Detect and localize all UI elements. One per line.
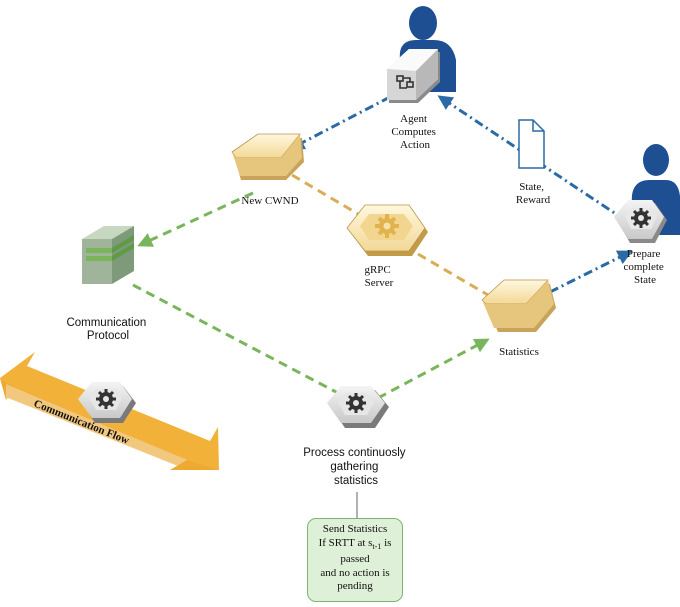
state-reward-label: State, Reward [516, 181, 551, 206]
communication-protocol-label: Communication Protocol [66, 317, 149, 342]
process-line-2: gathering [330, 461, 378, 473]
process-line-3: statistics [334, 475, 378, 487]
communication-protocol-node: Communication Protocol [66, 226, 149, 342]
prepare-state-label: Prepare complete State [623, 248, 666, 286]
gray-key-icon [387, 49, 440, 103]
agent-line-1: Agent [400, 113, 427, 125]
note-line-4: and no action is [320, 566, 390, 579]
grpc-line-1: gRPC [364, 264, 390, 276]
state-reward-line-2: Reward [516, 194, 551, 206]
agent-line-2: Computes [391, 126, 436, 138]
grpc-label: gRPC Server [364, 264, 393, 289]
note-line-1: Send Statistics [322, 523, 388, 535]
arrow-agent-to-cwnd [289, 95, 391, 150]
gear-icon [375, 214, 399, 238]
arrow-statistics-to-prepare [549, 250, 633, 294]
state-reward-line-1: State, [519, 181, 544, 193]
gear-key-icon [614, 200, 667, 243]
process-line-1: Process continuosly [303, 447, 406, 459]
arrow-cwnd-to-protocol [137, 191, 254, 247]
comm-protocol-line-2: Protocol [87, 330, 129, 342]
cube-icon [82, 226, 134, 284]
arrow-prepare-to-agent [437, 95, 626, 222]
document-icon [518, 119, 545, 169]
prepare-state-line-3: State [634, 274, 656, 286]
statistics-label: Statistics [499, 346, 539, 358]
gear-icon [346, 393, 366, 413]
note-line-5: pending [337, 580, 373, 593]
agent-line-3: Action [400, 139, 430, 151]
grpc-server-node: gRPC Server [346, 204, 428, 289]
grpc-link-statistics [417, 252, 501, 304]
agent-label: Agent Computes Action [391, 113, 438, 151]
grpc-line-2: Server [365, 277, 394, 289]
new-cwnd-node: New CWND [231, 133, 304, 207]
note-line-2: If SRTT at st-1 is [318, 536, 392, 551]
agent-node: Agent Computes Action [387, 6, 456, 151]
arrow-process-to-statistics [377, 338, 490, 400]
link-protocol-to-process [132, 283, 339, 395]
flowchart-icon [396, 75, 414, 89]
state-reward-document: State, Reward [516, 119, 551, 206]
note-line-3: passed [340, 553, 370, 566]
process-label: Process continuosly gathering statistics [303, 447, 408, 487]
prepare-state-node: Prepare complete State [614, 144, 680, 286]
send-statistics-note: Send Statistics If SRTT at st-1 is passe… [307, 518, 403, 602]
process-node: Process continuosly gathering statistics [303, 386, 408, 487]
new-cwnd-label: New CWND [241, 195, 298, 207]
flow-gear-node [78, 382, 136, 423]
statistics-node: Statistics [481, 279, 556, 358]
gear-icon [96, 389, 116, 409]
prepare-state-line-1: Prepare [627, 248, 661, 260]
comm-protocol-line-1: Communication [66, 317, 146, 329]
prepare-state-line-2: complete [623, 261, 663, 273]
